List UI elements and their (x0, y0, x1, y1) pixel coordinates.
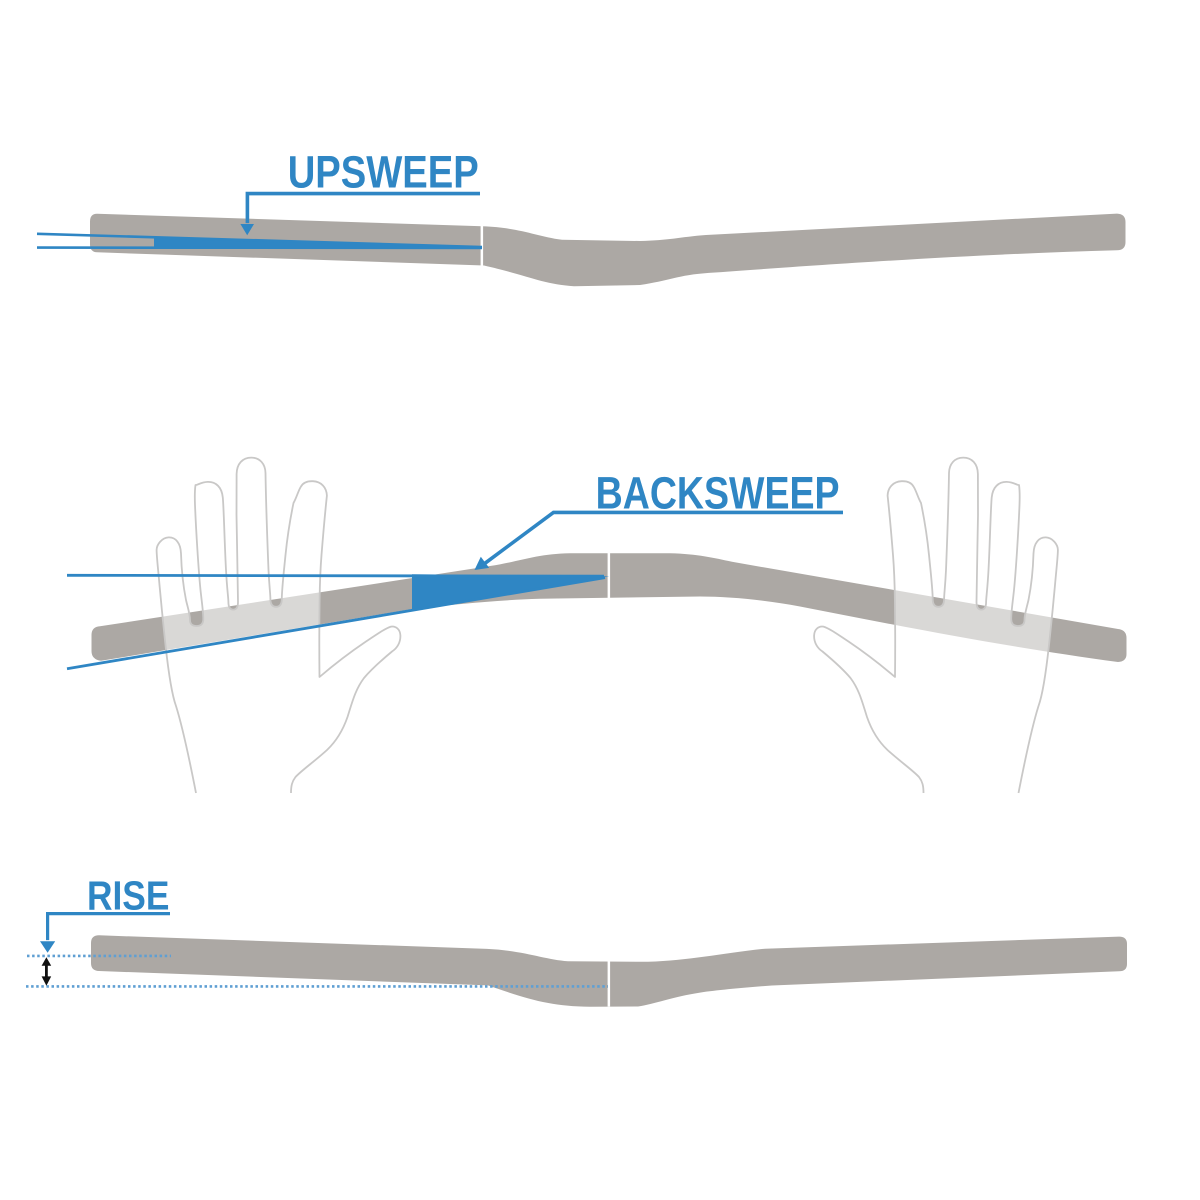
svg-text:BACKSWEEP: BACKSWEEP (596, 467, 840, 518)
svg-text:RISE: RISE (87, 874, 169, 919)
svg-text:UPSWEEP: UPSWEEP (288, 146, 479, 197)
